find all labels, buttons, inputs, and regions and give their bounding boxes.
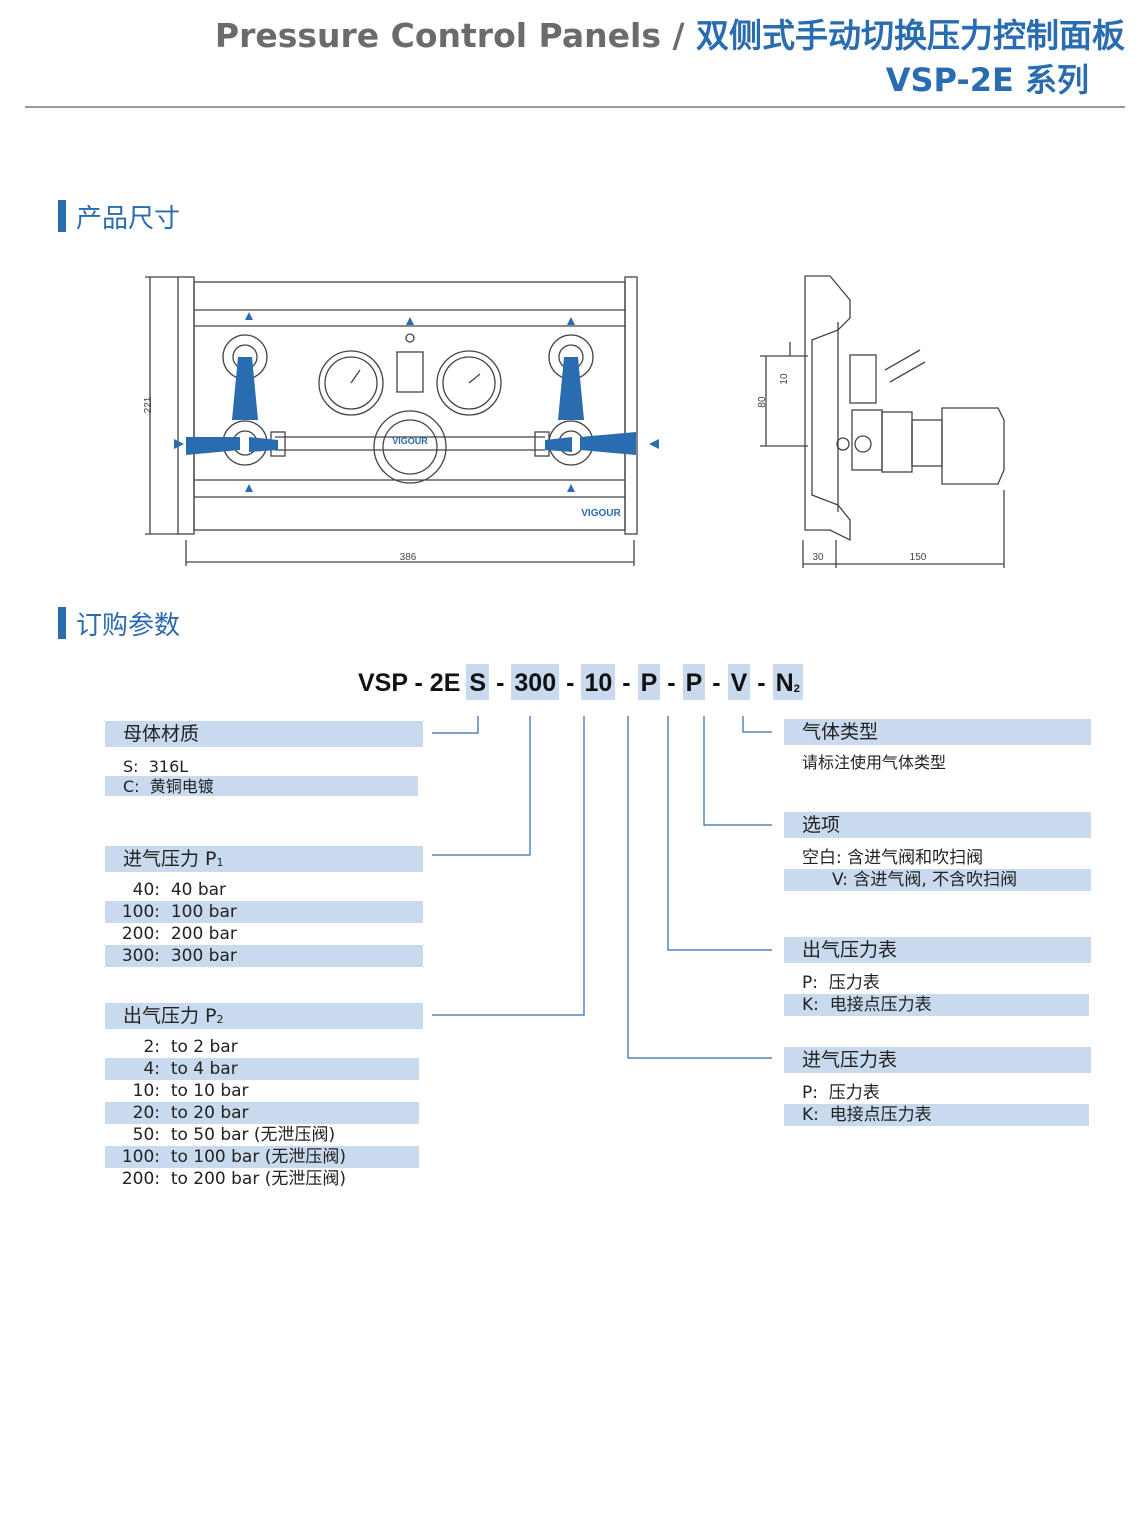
item-key: 4:	[143, 1059, 160, 1079]
dim-width-label: 386	[400, 552, 417, 563]
list-item: 100: to 100 bar (无泄压阀)	[105, 1146, 419, 1168]
code-gas-letter: N	[775, 669, 794, 697]
header-series: VSP-2E 系列	[885, 61, 1089, 99]
code-material: S	[466, 664, 490, 700]
item-key: 10:	[132, 1081, 160, 1101]
item-key: 200:	[121, 1169, 160, 1189]
header-divider	[25, 106, 1125, 108]
section-marker	[58, 200, 66, 232]
list-item: 100: 100 bar	[105, 901, 423, 923]
code-inlet-gauge: P	[682, 664, 706, 700]
dim-30-label: 30	[812, 552, 824, 563]
outlet-gauge-item: P: 压力表	[802, 973, 880, 993]
item-key: 2:	[143, 1037, 160, 1057]
inlet-gauge-title: 进气压力表	[784, 1047, 1091, 1073]
item-value: to 200 bar (无泄压阀)	[170, 1169, 347, 1189]
code-gas-sub: 2	[793, 683, 800, 695]
outlet-gauge-box: 出气压力表 P: 压力表 K: 电接点压力表	[784, 937, 1091, 1016]
item-key: 100:	[121, 902, 160, 922]
item-value: to 4 bar	[170, 1059, 238, 1079]
brand-logo-regulator: VIGOUR	[392, 436, 428, 446]
item-value: to 20 bar	[170, 1103, 249, 1123]
options-item: V: 含进气阀, 不含吹扫阀	[784, 869, 1091, 891]
section-dimensions: 产品尺寸	[58, 200, 181, 234]
material-box: 母体材质 S: 316L C: 黄铜电镀	[105, 721, 423, 796]
inlet-pressure-box: 进气压力 P1 40: 40 bar 100: 100 bar 200: 200…	[105, 846, 423, 967]
item-value: 100 bar	[170, 902, 237, 922]
outlet-pressure-box: 出气压力 P2 2: to 2 bar 4: to 4 bar 10: to 1…	[105, 1003, 423, 1190]
dim-80-label: 80	[757, 396, 768, 408]
page-header: Pressure Control Panels / 双侧式手动切换压力控制面板 …	[215, 14, 1125, 102]
item-key: 300:	[121, 946, 160, 966]
inlet-pressure-title-text: 进气压力 P	[123, 848, 217, 870]
inlet-pressure-title: 进气压力 P1	[105, 846, 423, 872]
outlet-pressure-title-text: 出气压力 P	[123, 1005, 217, 1027]
inlet-gauge-box: 进气压力表 P: 压力表 K: 电接点压力表	[784, 1047, 1091, 1126]
material-title: 母体材质	[105, 721, 423, 747]
list-item: 4: to 4 bar	[105, 1058, 419, 1080]
options-title: 选项	[784, 812, 1091, 838]
list-item: 20: to 20 bar	[105, 1102, 419, 1124]
list-item: 50: to 50 bar (无泄压阀)	[105, 1124, 419, 1146]
options-box: 选项 空白: 含进气阀和吹扫阀 V: 含进气阀, 不含吹扫阀	[784, 812, 1091, 891]
outlet-pressure-title: 出气压力 P2	[105, 1003, 423, 1029]
dim-10-label: 10	[779, 373, 790, 385]
outlet-gauge-item: K: 电接点压力表	[784, 994, 1089, 1016]
header-title-cn: 双侧式手动切换压力控制面板	[696, 16, 1125, 55]
brand-logo-panel: VIGOUR	[581, 508, 621, 519]
order-code: VSP - 2E S - 300 - 10 - P - P - V - N2	[358, 664, 803, 700]
material-item: S: 316L	[123, 757, 189, 776]
list-item: 2: to 2 bar	[105, 1036, 419, 1058]
item-value: to 100 bar (无泄压阀)	[170, 1147, 347, 1167]
item-value: to 50 bar (无泄压阀)	[170, 1125, 336, 1145]
list-item: 300: 300 bar	[105, 945, 423, 967]
item-value: 300 bar	[170, 946, 237, 966]
inlet-pressure-title-sub: 1	[216, 856, 224, 869]
list-item: 10: to 10 bar	[105, 1080, 419, 1102]
side-view	[760, 275, 1005, 568]
section-ordering: 订购参数	[58, 607, 181, 641]
gas-type-item: 请标注使用气体类型	[802, 753, 947, 772]
code-gas: N2	[772, 664, 803, 700]
item-key: 200:	[121, 924, 160, 944]
valve-handles	[174, 312, 659, 492]
list-item: 200: 200 bar	[105, 923, 423, 945]
section-marker	[58, 607, 66, 639]
section-dimensions-title: 产品尺寸	[76, 203, 181, 234]
item-key: 100:	[121, 1147, 160, 1167]
outlet-gauge-title: 出气压力表	[784, 937, 1091, 963]
list-item: 200: to 200 bar (无泄压阀)	[105, 1168, 419, 1190]
item-key: 40:	[132, 880, 160, 900]
item-value: to 2 bar	[170, 1037, 238, 1057]
inlet-gauge-item: K: 电接点压力表	[784, 1104, 1089, 1126]
dim-150-label: 150	[910, 552, 927, 563]
gas-type-box: 气体类型 请标注使用气体类型	[784, 719, 1091, 772]
options-item: 空白: 含进气阀和吹扫阀	[802, 848, 984, 868]
outlet-pressure-title-sub: 2	[216, 1013, 224, 1026]
code-outlet-gauge: P	[637, 664, 661, 700]
material-item: C: 黄铜电镀	[105, 776, 418, 796]
code-outlet-pressure: 10	[581, 664, 616, 700]
item-key: 50:	[132, 1125, 160, 1145]
front-view	[145, 276, 638, 566]
list-item: 40: 40 bar	[105, 879, 423, 901]
item-value: 40 bar	[170, 880, 227, 900]
code-prefix: VSP - 2E	[358, 669, 461, 697]
item-key: 20:	[132, 1103, 160, 1123]
header-title-line: Pressure Control Panels / 双侧式手动切换压力控制面板	[215, 14, 1125, 58]
code-option: V	[727, 664, 751, 700]
gas-type-title: 气体类型	[784, 719, 1091, 745]
inlet-gauge-item: P: 压力表	[802, 1083, 880, 1103]
leader-lines	[432, 716, 772, 1059]
dim-height-label: 221	[143, 396, 154, 413]
item-value: to 10 bar	[170, 1081, 249, 1101]
header-title-en: Pressure Control Panels /	[214, 16, 685, 55]
code-inlet-pressure: 300	[511, 664, 560, 700]
item-value: 200 bar	[170, 924, 237, 944]
section-ordering-title: 订购参数	[76, 610, 181, 641]
